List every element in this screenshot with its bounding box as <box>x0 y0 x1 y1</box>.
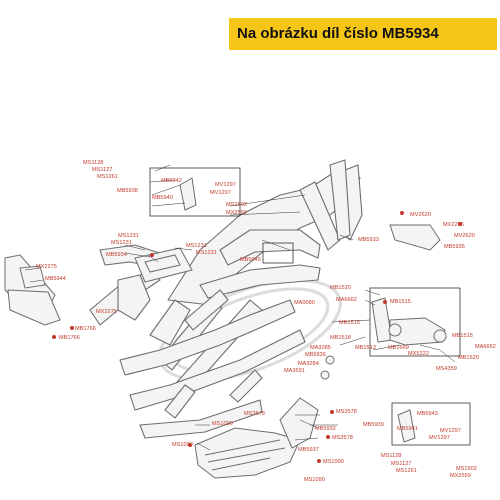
label-mv1297: MV1297 <box>440 428 461 434</box>
label-ms1502: MS1502 <box>226 202 247 208</box>
label-mb5933: MB5933 <box>358 237 379 243</box>
main-frame <box>89 159 363 439</box>
label-mv1297: MV1297 <box>215 182 236 188</box>
marker-dot <box>317 459 321 463</box>
label-mv2620: MV2620 <box>410 212 431 218</box>
part-mb5943-drawing <box>397 409 416 443</box>
label-ms4359: MS4359 <box>436 366 457 372</box>
label-mb1766: MB1766 <box>59 335 80 341</box>
label-ms1127: MS1127 <box>391 461 412 467</box>
label-ms1261: MS1261 <box>396 468 417 474</box>
bracket-mb5935 <box>389 224 441 251</box>
marker-dot <box>52 335 56 339</box>
label-ms1231: MS1231 <box>196 250 217 256</box>
label-ms1261: MS1261 <box>97 174 118 180</box>
part-number-banner: Na obrázku díl číslo MB5934 <box>229 18 497 50</box>
label-ms1127: MS1127 <box>92 167 113 173</box>
label-ms1128: MS1128 <box>381 453 402 459</box>
label-mb5942: MB5942 <box>161 178 182 184</box>
label-ms1090: MS1090 <box>212 421 233 427</box>
label-mx2559: MX2559 <box>450 473 471 479</box>
marker-dot <box>330 410 334 414</box>
label-ms1090: MS1090 <box>323 459 344 465</box>
rear-carrier <box>4 254 61 326</box>
part-mb5942-drawing <box>179 177 197 211</box>
engine-mount-links <box>320 297 447 380</box>
label-ms1502: MS1502 <box>456 466 477 472</box>
label-mv1297: MV1297 <box>429 435 450 441</box>
label-mx2275: MX2275 <box>443 222 464 228</box>
label-mb5937: MB5937 <box>298 447 319 453</box>
label-mb5938: MB5938 <box>117 188 138 194</box>
label-ms3578: MS3578 <box>244 411 265 417</box>
label-ma3285: MA3285 <box>310 345 331 351</box>
label-mb1513: MB1513 <box>355 345 376 351</box>
marker-dot <box>400 211 404 215</box>
label-ms3578: MS3578 <box>336 409 357 415</box>
label-ms1128: MS1128 <box>83 160 104 166</box>
label-mb5936: MB5936 <box>305 352 326 358</box>
leader-lines <box>24 164 456 451</box>
marker-dot <box>383 300 387 304</box>
label-ms1090: MS1090 <box>304 477 325 483</box>
label-mx5222: MX5222 <box>408 351 429 357</box>
label-mb1515: MB1515 <box>339 320 360 326</box>
label-ma0080: MA0080 <box>294 300 315 306</box>
label-mx2275: MX2275 <box>36 264 57 270</box>
label-ma6662: MA6662 <box>336 297 357 303</box>
label-mb1515: MB1515 <box>390 299 411 305</box>
marker-dot <box>188 443 192 447</box>
marker-dot <box>70 326 74 330</box>
label-ma3591: MA3591 <box>284 368 305 374</box>
label-mb5944: MB5944 <box>45 276 66 282</box>
label-mb1518: MB1518 <box>330 335 351 341</box>
label-mb5943: MB5943 <box>417 411 438 417</box>
label-ma3284: MA3284 <box>298 361 319 367</box>
label-mb1520: MB1520 <box>330 285 351 291</box>
label-mx2275: MX2275 <box>96 309 117 315</box>
label-mb1520: MB1520 <box>458 355 479 361</box>
callout-frames <box>149 167 471 446</box>
label-ms3578: MS3578 <box>332 435 353 441</box>
label-ms1231: MS1231 <box>186 243 207 249</box>
label-mv2620: MV2620 <box>454 233 475 239</box>
label-mb5932: MB5932 <box>315 426 336 432</box>
label-mb5934: MB5934 <box>106 252 127 258</box>
label-ms1231: MS1231 <box>111 240 132 246</box>
marker-dot <box>326 435 330 439</box>
label-mx2559: MX2559 <box>226 210 247 216</box>
bottom-cover <box>194 397 319 479</box>
label-mb5939: MB5939 <box>363 422 384 428</box>
marker-dot <box>458 222 462 226</box>
label-ma6662: MA6662 <box>475 344 496 350</box>
label-ms1090: MS1090 <box>172 442 193 448</box>
banner-title: Na obrázku díl číslo MB5934 <box>237 25 439 42</box>
label-mb5935: MB5935 <box>444 244 465 250</box>
label-ms1231: MS1231 <box>118 233 139 239</box>
mounting-bracket-mb5934 <box>134 247 193 283</box>
label-mb5941: MB5941 <box>397 426 418 432</box>
label-mb5940: MB5940 <box>152 195 173 201</box>
label-mb1515: MB1515 <box>452 333 473 339</box>
label-mb1669: MB1669 <box>388 345 409 351</box>
label-mv1297: MV1297 <box>210 190 231 196</box>
marker-dot <box>150 253 154 257</box>
label-mb5945: MB5945 <box>240 257 261 263</box>
label-mb1766: MB1766 <box>75 326 96 332</box>
